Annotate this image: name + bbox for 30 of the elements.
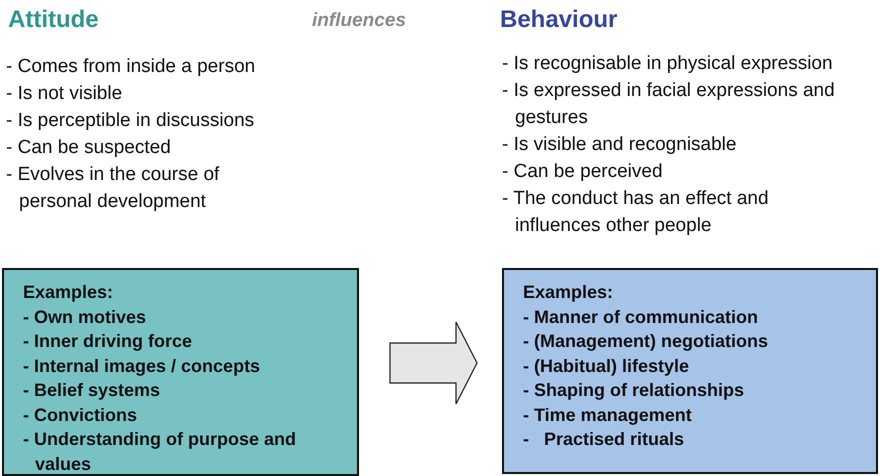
list-item: - Manner of communication bbox=[523, 306, 760, 328]
column-heading: Attitude bbox=[8, 5, 99, 35]
list-item: - Shaping of relationships bbox=[523, 379, 746, 402]
relation-label: influences bbox=[312, 9, 406, 33]
list-item: - Is expressed in facial expressions and gestures bbox=[502, 79, 836, 130]
list-item: - Is recognisable in physical expression bbox=[502, 52, 834, 76]
list-item: - Time management bbox=[523, 404, 693, 427]
list-item: - Internal images / concepts bbox=[23, 354, 262, 378]
block-arrow bbox=[389, 321, 478, 405]
list-item: - Belief systems bbox=[23, 379, 162, 402]
list-item: - Is visible and recognisable bbox=[502, 133, 738, 157]
list-item: - Is perceptible in discussions bbox=[6, 109, 256, 133]
list-item: - Can be suspected bbox=[6, 136, 172, 160]
list-item: - Own motives bbox=[23, 306, 148, 328]
example-box bbox=[502, 268, 878, 474]
list-item: - Practised rituals bbox=[523, 428, 686, 451]
list-item: - (Management) negotiations bbox=[523, 330, 770, 353]
list-item: - Is not visible bbox=[6, 82, 124, 106]
box-heading: Examples: bbox=[23, 281, 114, 304]
list-item: - (Habitual) lifestyle bbox=[523, 354, 690, 378]
list-item: - Convictions bbox=[23, 404, 138, 426]
list-item: - Understanding of purpose and values bbox=[23, 428, 297, 476]
list-item: - The conduct has an effect and influences other people bbox=[502, 187, 770, 238]
list-item: - Comes from inside a person bbox=[6, 55, 256, 79]
list-item: - Can be perceived bbox=[502, 160, 664, 184]
column-heading: Behaviour bbox=[500, 5, 618, 35]
list-item: - Inner driving force bbox=[23, 330, 194, 353]
list-item: - Evolves in the course of personal development bbox=[6, 163, 220, 214]
example-box bbox=[2, 268, 359, 476]
box-heading: Examples: bbox=[523, 281, 614, 304]
